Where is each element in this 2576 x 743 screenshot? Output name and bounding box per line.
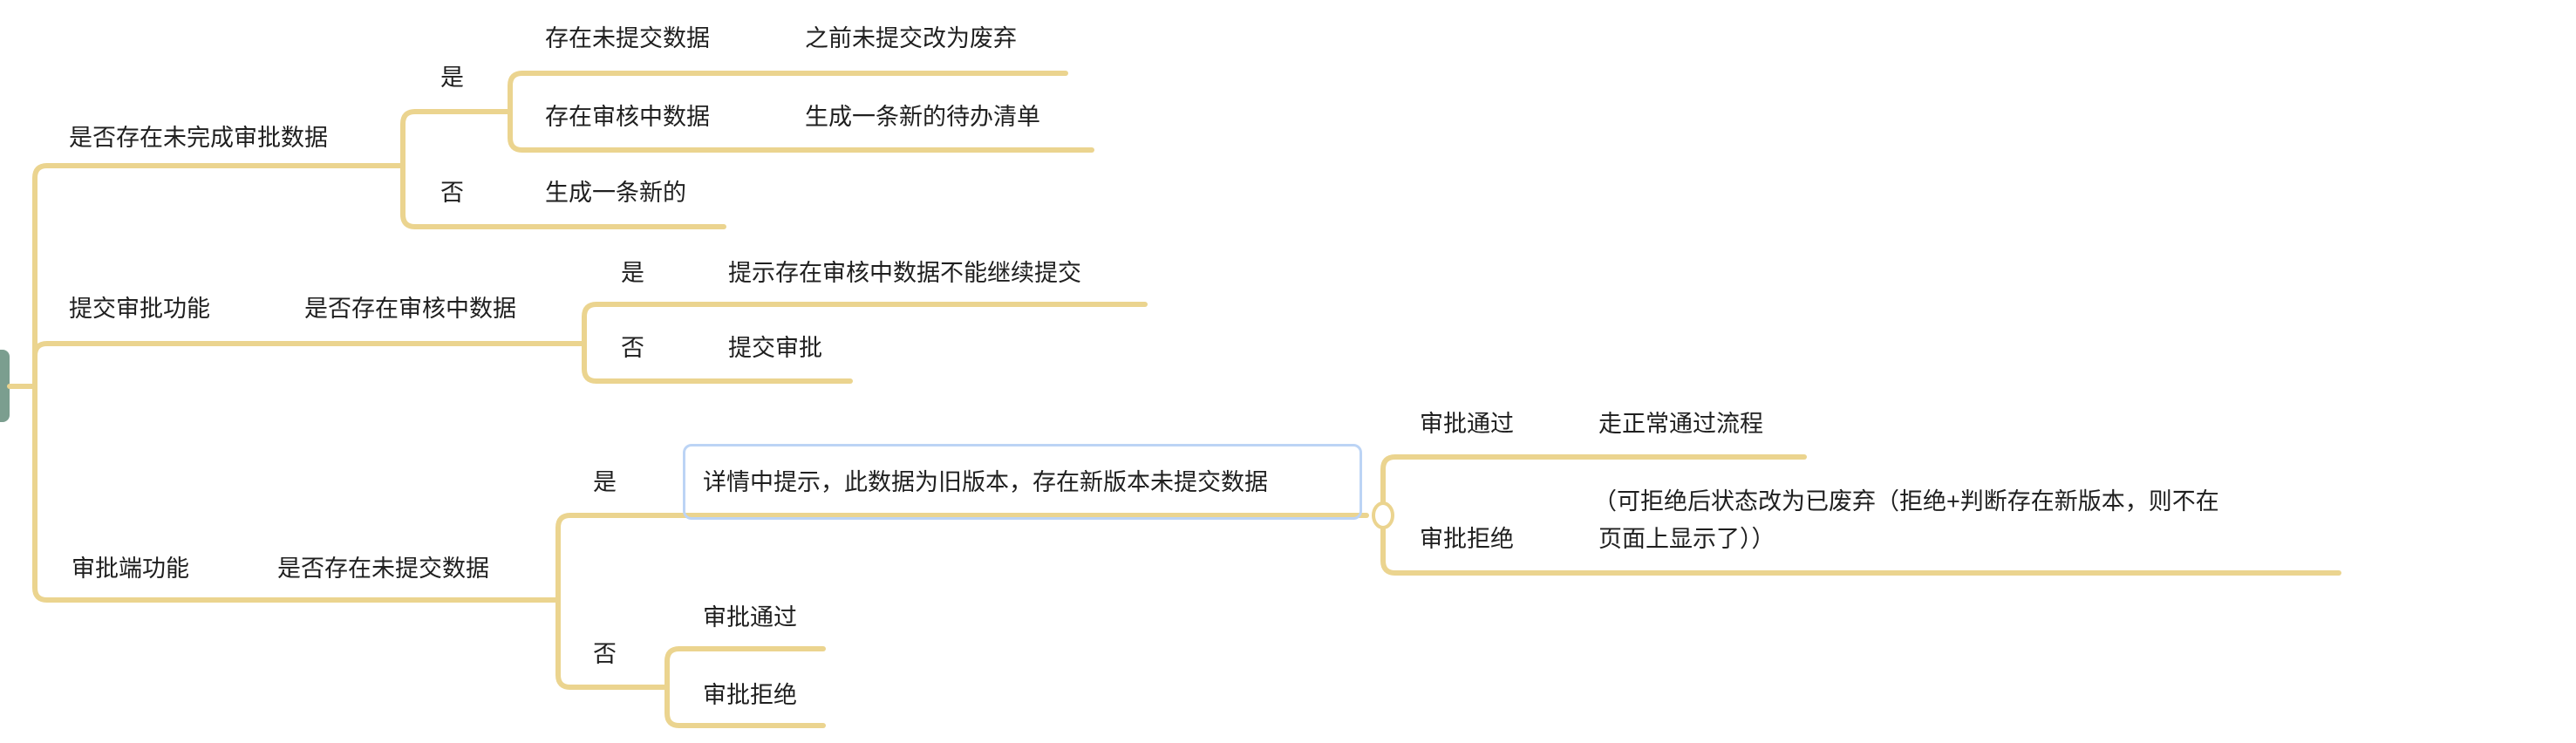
branch-1-label[interactable]: 是否存在未完成审批数据 (69, 125, 328, 151)
b3-fork (555, 513, 573, 690)
b3-yes-reject-result-line1[interactable]: （可拒绝后状态改为已废弃（拒绝+判断存在新版本，则不在 (1593, 488, 2219, 515)
b1-yes-fork (508, 71, 525, 153)
b3-question[interactable]: 是否存在未提交数据 (277, 556, 489, 582)
b3-no-fork (664, 646, 682, 728)
b1-item2-result[interactable]: 生成一条新的待办清单 (805, 104, 1040, 130)
b3-no-reject[interactable]: 审批拒绝 (703, 682, 797, 708)
collapse-toggle (1372, 501, 1394, 529)
b1-yes-label[interactable]: 是 (440, 65, 464, 91)
b3-yes-reject-result-line2[interactable]: 页面上显示了）） (1598, 526, 1775, 552)
branch-2-label[interactable]: 提交审批功能 (69, 296, 210, 322)
b3-no-label[interactable]: 否 (593, 641, 617, 667)
b1-no-label[interactable]: 否 (440, 180, 464, 206)
b3-yes-result[interactable]: 详情中提示，此数据为旧版本，存在新版本未提交数据 (703, 469, 1268, 495)
b3-yes-reject-label[interactable]: 审批拒绝 (1420, 526, 1514, 552)
b2-no-label[interactable]: 否 (621, 335, 644, 361)
b1-fork (400, 109, 418, 229)
b1-item1-condition[interactable]: 存在未提交数据 (545, 25, 710, 51)
branch-3-label[interactable]: 审批端功能 (72, 556, 189, 582)
root-node[interactable] (0, 350, 10, 422)
selected-node-border[interactable] (683, 444, 1362, 520)
b2-question[interactable]: 是否存在审核中数据 (304, 296, 516, 322)
b3-yes-pass-label[interactable]: 审批通过 (1420, 411, 1514, 437)
b3-yes-pass-result[interactable]: 走正常通过流程 (1598, 411, 1763, 437)
branch-2-line (32, 341, 587, 358)
b2-yes-label[interactable]: 是 (621, 260, 644, 286)
b2-fork (582, 302, 599, 384)
b1-no-result[interactable]: 生成一条新的 (545, 180, 686, 206)
b2-no-result[interactable]: 提交审批 (728, 335, 822, 361)
b1-item1-result[interactable]: 之前未提交改为废弃 (805, 25, 1017, 51)
b3-no-pass[interactable]: 审批通过 (703, 604, 797, 631)
trunk-line (32, 163, 50, 603)
b1-item2-condition[interactable]: 存在审核中数据 (545, 104, 710, 130)
b3-yes-label[interactable]: 是 (593, 469, 617, 495)
b2-yes-result[interactable]: 提示存在审核中数据不能继续提交 (728, 260, 1081, 286)
